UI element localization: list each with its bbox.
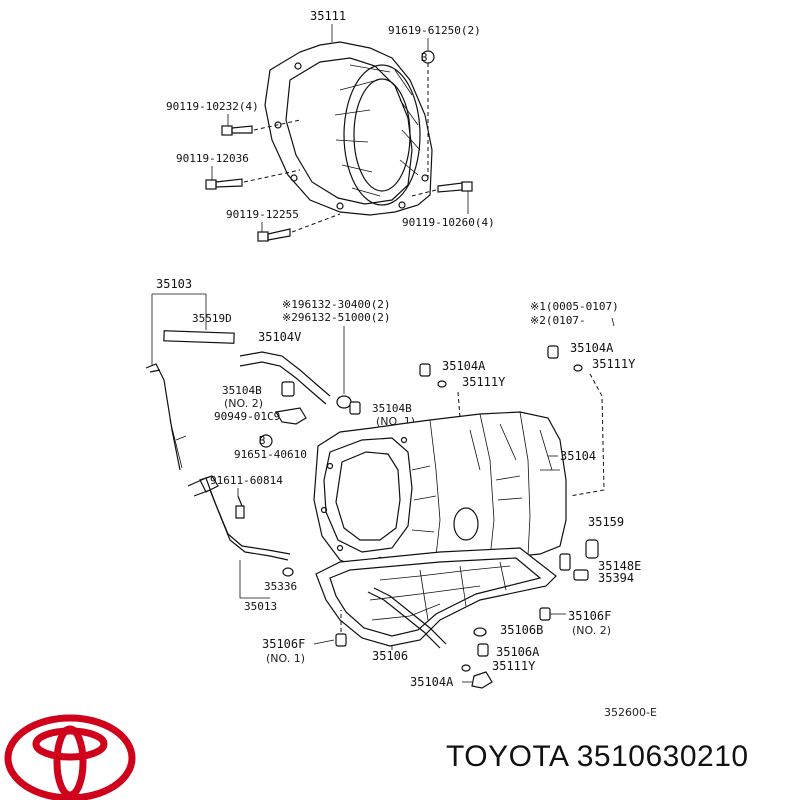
sensor-35148e bbox=[559, 553, 571, 571]
label-35013: 35013 bbox=[244, 600, 277, 613]
bolt-90119-10260 bbox=[411, 181, 473, 197]
clamp-90949 bbox=[275, 407, 307, 425]
plug-35104a-right bbox=[547, 345, 559, 359]
union-35104b-no2 bbox=[281, 381, 295, 397]
label-35519d: 35519D bbox=[192, 312, 232, 325]
label-91619-61250: 91619-61250(2) bbox=[388, 24, 481, 37]
b-mark-2: B bbox=[259, 434, 266, 447]
label-35104: 35104 bbox=[560, 449, 596, 463]
oring-35111y-right bbox=[573, 364, 583, 372]
label-35159: 35159 bbox=[588, 515, 624, 529]
bolt-90119-12036 bbox=[205, 169, 301, 190]
transmission-case-35104 bbox=[313, 411, 567, 573]
label-35103: 35103 bbox=[156, 277, 192, 291]
dipstick bbox=[145, 363, 187, 471]
label-35104b-no2: 35104B bbox=[222, 384, 262, 397]
label-91651-40610: 91651-40610 bbox=[234, 448, 307, 461]
label-90119-12255: 90119-12255 bbox=[226, 208, 299, 221]
clip-35104b-no1 bbox=[336, 395, 361, 415]
union-35104a-bottom bbox=[471, 671, 493, 689]
toyota-logo bbox=[4, 714, 136, 800]
label-35104a-right: 35104A bbox=[570, 341, 614, 355]
label-35394: 35394 bbox=[598, 571, 634, 585]
oil-pan-35106 bbox=[315, 547, 557, 649]
drain-plug-35106f-no2 bbox=[539, 607, 551, 621]
note-96132-30400: ※196132-30400(2) bbox=[282, 298, 391, 311]
label-90119-10232: 90119-10232(4) bbox=[166, 100, 259, 113]
label-35106f-no2: 35106F bbox=[568, 609, 611, 623]
range-note-1: ※1(0005-0107) bbox=[530, 300, 619, 313]
label-35111y-bottom: 35111Y bbox=[492, 659, 536, 673]
range-note-2: ※2(0107- bbox=[530, 314, 586, 327]
b-mark: B bbox=[421, 51, 428, 64]
dipstick-tube-35013 bbox=[187, 475, 291, 561]
oring-35336 bbox=[282, 567, 294, 577]
diagram-reference: 352600-E bbox=[604, 706, 657, 719]
plug-35104a-left bbox=[419, 363, 431, 377]
label-35111: 35111 bbox=[310, 9, 346, 23]
label-90949-01c9: 90949-01C9 bbox=[214, 410, 280, 423]
label-35106f-no1-sub: (NO. 1) bbox=[266, 652, 305, 665]
converter-housing bbox=[264, 41, 433, 216]
bolt-91611 bbox=[235, 495, 245, 519]
label-35104a-bottom: 35104A bbox=[410, 675, 454, 689]
bolt-90119-10232 bbox=[221, 119, 301, 136]
oring-35111y-bottom bbox=[461, 664, 471, 672]
label-35106b: 35106B bbox=[500, 623, 543, 637]
gasket-35106b bbox=[473, 627, 487, 637]
label-35111y-right: 35111Y bbox=[592, 357, 636, 371]
pipe-35394 bbox=[573, 569, 589, 581]
drain-plug-35106f-no1 bbox=[335, 610, 347, 647]
label-35148e: 35148E bbox=[598, 559, 641, 573]
label-35106: 35106 bbox=[372, 649, 408, 663]
label-35111y-left: 35111Y bbox=[462, 375, 506, 389]
oring-35111y-left bbox=[437, 380, 447, 388]
label-90119-10260: 90119-10260(4) bbox=[402, 216, 495, 229]
label-35106f-no2-sub: (NO. 2) bbox=[572, 624, 611, 637]
connector-35159 bbox=[585, 539, 599, 559]
breather-hose-35104v bbox=[239, 351, 331, 405]
label-35104b-no1: 35104B bbox=[372, 402, 412, 415]
label-91611-60814: 91611-60814 bbox=[210, 474, 283, 487]
label-35104a-left: 35104A bbox=[442, 359, 486, 373]
label-90119-12036: 90119-12036 bbox=[176, 152, 249, 165]
note-96132-51000: ※296132-51000(2) bbox=[282, 311, 391, 324]
plug-35106a bbox=[477, 643, 489, 657]
gasket-35519d bbox=[163, 330, 235, 344]
label-35336: 35336 bbox=[264, 580, 297, 593]
stud-91619 bbox=[421, 50, 435, 180]
bolt-90119-12255 bbox=[257, 213, 341, 242]
label-35106a: 35106A bbox=[496, 645, 540, 659]
label-35104b-no2-sub: (NO. 2) bbox=[224, 397, 263, 410]
label-35106f-no1: 35106F bbox=[262, 637, 305, 651]
brand-part-number: TOYOTA 3510630210 bbox=[446, 740, 749, 773]
label-35104v: 35104V bbox=[258, 330, 301, 344]
